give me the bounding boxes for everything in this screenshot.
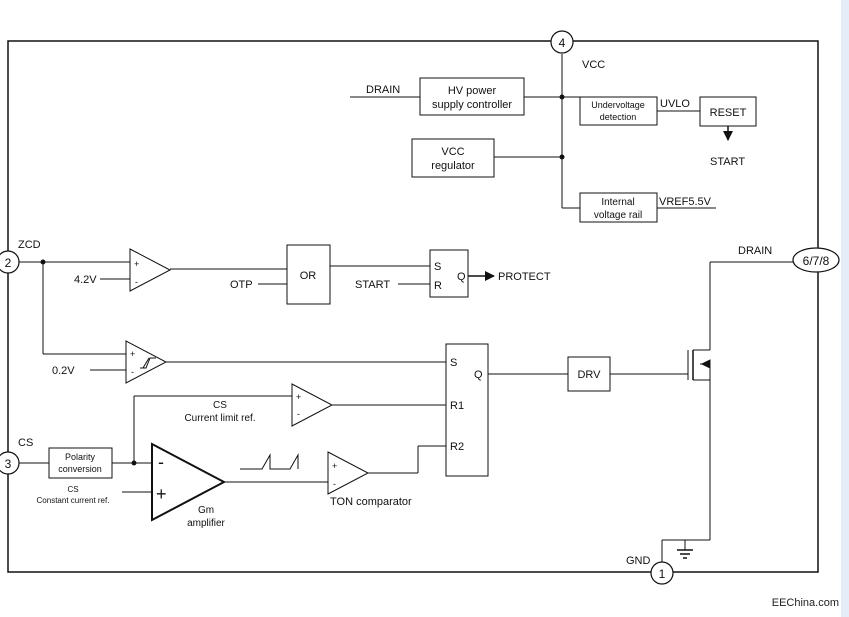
pin-gnd-label: GND: [626, 555, 651, 567]
or-label: OR: [300, 270, 317, 282]
hv-supply-line1: HV power: [448, 85, 497, 97]
svg-text:+: +: [156, 484, 167, 504]
pin-3-number: 3: [5, 457, 12, 471]
uvlo-label: UVLO: [660, 98, 690, 110]
svg-text:-: -: [297, 409, 300, 419]
drv-block: [567, 356, 611, 392]
or-block: [286, 244, 331, 305]
start-output-label: START: [710, 156, 745, 168]
reset-label: RESET: [710, 107, 747, 119]
otp-label: OTP: [230, 279, 253, 291]
latch1-r: R: [434, 280, 442, 292]
undervoltage-line1: Undervoltage: [591, 100, 645, 110]
svg-text:+: +: [134, 259, 139, 269]
protect-label: PROTECT: [498, 271, 551, 283]
latch2-q: Q: [474, 369, 483, 381]
pin-4-number: 4: [559, 36, 566, 50]
pin-cs-label: CS: [18, 437, 33, 449]
cs-limit-line2: Current limit ref.: [184, 413, 255, 424]
pin-zcd-label: ZCD: [18, 239, 41, 251]
gm-amplifier: [151, 442, 227, 522]
chip-outline: [7, 40, 819, 573]
svg-text:+: +: [130, 349, 135, 359]
svg-text:-: -: [333, 479, 336, 489]
comparator-ton: [327, 451, 370, 495]
undervoltage-block: [579, 96, 658, 126]
pin-3: [0, 451, 20, 475]
polarity-line2: conversion: [58, 464, 102, 474]
comparator-current-limit: [291, 383, 334, 427]
internal-rail-line2: voltage rail: [594, 210, 642, 221]
start-input-label: START: [355, 279, 390, 291]
vcc-regulator-line1: VCC: [441, 146, 464, 158]
ref-4v2-label: 4.2V: [74, 274, 97, 286]
reset-block: [699, 96, 757, 127]
latch1-block: [429, 249, 469, 298]
latch2-block: [445, 343, 489, 477]
drain-input-label: DRAIN: [366, 84, 400, 96]
undervoltage-line2: detection: [600, 112, 637, 122]
right-edge-strip: [841, 0, 849, 617]
pin-vcc-label: VCC: [582, 59, 605, 71]
polarity-block: [48, 447, 113, 479]
polarity-line1: Polarity: [65, 452, 96, 462]
drv-label: DRV: [577, 369, 601, 381]
svg-text:+: +: [332, 461, 337, 471]
pin-2-number: 2: [5, 256, 12, 270]
hv-supply-block: [419, 77, 525, 116]
pin-1-number: 1: [659, 567, 666, 581]
latch2-r2: R2: [450, 441, 464, 453]
svg-text:-: -: [131, 367, 134, 377]
latch1-s: S: [434, 261, 441, 273]
latch2-r1: R1: [450, 400, 464, 412]
comparator-zcd-02: [125, 340, 168, 384]
svg-text:-: -: [135, 277, 138, 287]
ref-0v2-label: 0.2V: [52, 365, 75, 377]
pin-2: [0, 250, 20, 274]
latch2-s: S: [450, 357, 457, 369]
cs-const-line2: Constant current ref.: [37, 496, 110, 505]
gm-line1: Gm: [198, 505, 214, 516]
comparator-zcd-42: [129, 248, 172, 292]
vref-label: VREF5.5V: [659, 196, 712, 208]
pin-678-number: 6/7/8: [803, 254, 830, 268]
pin-4: [550, 30, 574, 54]
svg-text:-: -: [158, 452, 164, 472]
pin-678: [792, 247, 840, 273]
cs-const-line1: CS: [67, 485, 78, 494]
gm-line2: amplifier: [187, 518, 225, 529]
svg-text:+: +: [296, 392, 301, 402]
latch1-q: Q: [457, 271, 466, 283]
pin-1: [650, 561, 674, 585]
vcc-regulator-line2: regulator: [431, 160, 475, 172]
pin-drain-label: DRAIN: [738, 245, 772, 257]
ton-comparator-label: TON comparator: [330, 496, 412, 508]
internal-rail-block: [579, 192, 658, 223]
cs-limit-line1: CS: [213, 400, 227, 411]
vcc-regulator-block: [411, 138, 495, 178]
hv-supply-line2: supply controller: [432, 99, 512, 111]
internal-rail-line1: Internal: [601, 197, 634, 208]
watermark: EEChina.com: [771, 597, 839, 609]
